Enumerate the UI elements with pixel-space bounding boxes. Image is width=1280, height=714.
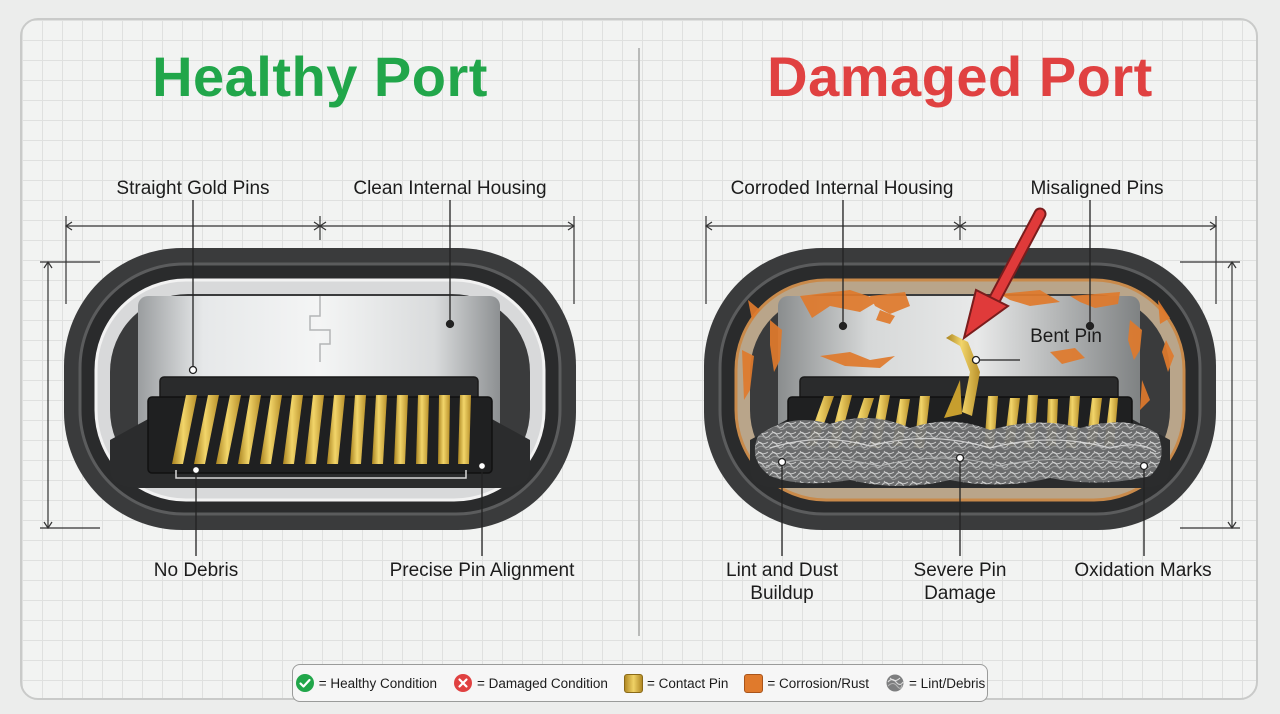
legend-text-contact-pin: = Contact Pin [646,675,729,691]
healthy-port-title: Healthy Port [152,45,488,108]
label-lint-line1: Lint and Dust [726,560,838,581]
legend-item-healthy: = Healthy Condition [295,673,437,693]
label-lint-dust-buildup: Lint and Dust Buildup [712,559,852,605]
legend-item-damaged: = Damaged Condition [453,673,608,693]
center-divider [638,48,640,636]
legend-item-contact-pin: = Contact Pin [623,673,729,693]
label-bent-pin: Bent Pin [1030,326,1102,347]
label-severe-pin-damage: Severe Pin Damage [900,559,1020,605]
legend-item-lint: = Lint/Debris [885,673,985,693]
legend-text-damaged: = Damaged Condition [476,675,608,691]
damaged-port-graphic [704,200,1240,556]
legend-text-corrosion: = Corrosion/Rust [767,675,870,691]
lint-swatch [886,674,904,692]
label-clean-internal-housing: Clean Internal Housing [353,178,547,199]
legend-text-healthy: = Healthy Condition [318,675,437,691]
damaged-port-title: Damaged Port [767,45,1153,108]
healthy-leader-lines [188,200,487,556]
legend: = Healthy Condition = Damaged Condition … [292,664,988,702]
label-lint-line2: Buildup [750,583,814,604]
label-severe-line1: Severe Pin [913,560,1007,581]
label-misaligned-pins: Misaligned Pins [1030,178,1164,199]
label-corroded-internal-housing: Corroded Internal Housing [730,178,954,199]
label-straight-gold-pins: Straight Gold Pins [116,178,270,199]
corrosion-patches [742,290,1174,410]
lint-debris-buildup [754,417,1162,486]
healthy-gold-pins [172,395,471,464]
bent-pin-shape [946,334,980,416]
healthy-port-graphic [40,200,576,556]
check-circle-icon [295,674,314,692]
healthy-dimension-lines [40,216,576,530]
damaged-dimension-lines [704,216,1240,530]
contact-pin-swatch [623,673,643,693]
label-severe-line2: Damage [924,583,996,604]
label-oxidation-marks: Oxidation Marks [1074,560,1212,581]
damaged-leader-lines [777,200,1149,556]
bent-pin-arrow [962,207,1047,341]
legend-text-lint: = Lint/Debris [909,675,986,691]
x-circle-icon [453,674,472,692]
corrosion-swatch [744,673,764,693]
label-precise-pin-alignment: Precise Pin Alignment [389,560,575,581]
legend-item-corrosion: = Corrosion/Rust [744,673,870,693]
label-no-debris: No Debris [153,560,239,581]
